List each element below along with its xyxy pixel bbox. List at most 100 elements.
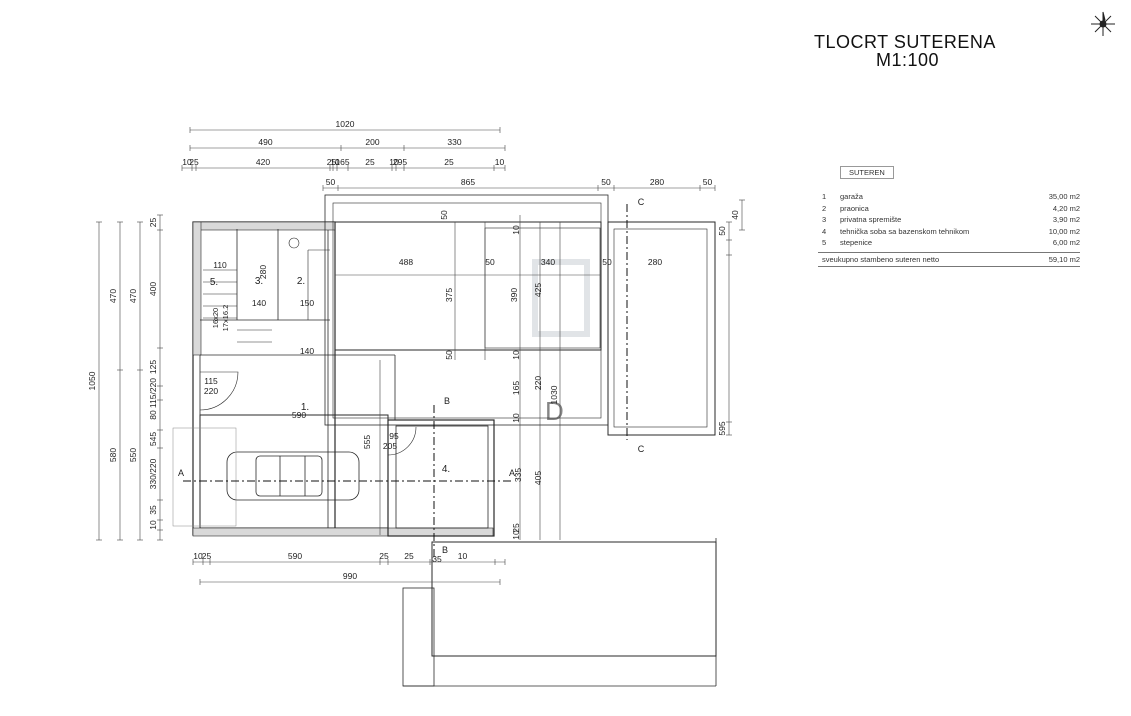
inner-dimension-label: 590 — [292, 410, 306, 420]
dimension-label: 50 — [703, 177, 713, 187]
dimension-label: 420 — [256, 157, 270, 167]
legend-row-area: 4,20 m2 — [1052, 203, 1080, 213]
stairs-label: 16x20 — [211, 308, 220, 328]
inner-dimension-label: 140 — [252, 298, 266, 308]
legend-row-name: garaža — [840, 192, 863, 202]
dimension-label: 595 — [717, 421, 727, 435]
inner-dimension-label: 280 — [648, 257, 662, 267]
legend-total-label: sveukupno stambeno suteren netto — [822, 254, 940, 264]
inner-dimension-label: 10 — [511, 413, 521, 423]
car-icon — [226, 451, 360, 501]
legend-row: 4 tehnička soba sa bazenskom tehnikom 10,0… — [818, 226, 1080, 238]
room-labels: 1.2.3.4.5. — [210, 276, 450, 475]
inner-dimension-label: 390 — [509, 288, 519, 302]
section-mark: B — [444, 396, 450, 406]
legend-row-area: 10,00 m2 — [1048, 226, 1080, 236]
dimension-label: 10 — [148, 520, 158, 530]
legend-row-number: 1 — [822, 192, 827, 202]
legend-row-name: privatna spremište — [840, 215, 902, 225]
inner-dimension-label: 10 — [511, 350, 521, 360]
dimension-label: 490 — [258, 137, 272, 147]
dimension-label: 1020 — [336, 119, 355, 129]
plan-scale: M1:100 — [876, 50, 940, 70]
dimension-label: 125 — [148, 360, 158, 374]
inner-dimension-label: 280 — [258, 265, 268, 279]
inner-dimension-label: 50 — [602, 257, 612, 267]
inner-dimension-label: 50 — [444, 350, 454, 360]
inner-dimension-label: 140 — [300, 346, 314, 356]
inner-dimension-label: 425 — [533, 283, 543, 297]
dimension-label: 50 — [326, 177, 336, 187]
inner-dimension-label: 165 — [511, 381, 521, 395]
dimension-label: 50 — [720, 0, 730, 2]
legend-total: sveukupno stambeno suteren netto 59,10 m… — [818, 251, 1080, 267]
inner-dimension-label: 50 — [439, 210, 449, 220]
dimension-label: 80 — [148, 410, 158, 420]
dimension-label: 10 — [389, 157, 399, 167]
legend-row-name: tehnička soba sa bazenskom tehnikom — [840, 226, 970, 236]
room-number: 3. — [255, 276, 263, 287]
room-number: 4. — [442, 464, 450, 475]
room-number: 2. — [297, 276, 305, 287]
dimension-label: 25 — [189, 157, 199, 167]
watermark: D — [532, 259, 590, 426]
legend-row: 1 garaža 35,00 m2 — [818, 191, 1080, 203]
inner-dimension-label: 405 — [533, 471, 543, 485]
dimension-label: 590 — [288, 551, 302, 561]
building-walls — [172, 194, 717, 687]
inner-dimension-label: 220 — [204, 386, 218, 396]
inner-dimension-label: 35 — [432, 554, 442, 564]
dimension-label: 50 — [717, 226, 727, 236]
dimension-label: 295 — [393, 157, 407, 167]
section-mark: A — [509, 468, 515, 478]
dimension-label: 115/220 — [148, 378, 158, 408]
dimension-label: 200 — [365, 137, 379, 147]
inner-dimension-label: 335 — [513, 468, 523, 482]
inner-dimension-label: 1030 — [549, 385, 559, 404]
legend-row-area: 6,00 m2 — [1052, 238, 1080, 248]
dimension-label: 865 — [461, 177, 475, 187]
dimension-lines — [96, 127, 745, 585]
dimension-label: 10 — [458, 551, 468, 561]
dimension-label: 580 — [108, 448, 118, 462]
inner-dimension-label: 25 — [511, 523, 521, 533]
legend-row-area: 35,00 m2 — [1048, 192, 1080, 202]
legend-total-area: 59,10 m2 — [1048, 254, 1080, 264]
room-number: 5. — [210, 277, 218, 288]
section-mark: C — [638, 197, 645, 207]
section-lines — [183, 204, 628, 560]
inner-dimension-label: 488 — [399, 257, 413, 267]
inner-dimension-label: 205 — [383, 441, 397, 451]
dimension-label: 470 — [128, 289, 138, 303]
dimension-label: 40 — [730, 210, 740, 220]
legend-row-name: praonica — [840, 203, 869, 213]
section-mark: A — [178, 468, 184, 478]
inner-dimension-label: 555 — [362, 435, 372, 449]
legend-row-area: 3,90 m2 — [1052, 215, 1080, 225]
dimension-label: 25 — [379, 551, 389, 561]
legend-row: 3 privatna spremište 3,90 m2 — [818, 214, 1080, 226]
dimension-label: 10 — [330, 157, 340, 167]
dimension-label: 25 — [202, 551, 212, 561]
inner-dimension-label: 115 — [204, 376, 218, 386]
legend-row-number: 4 — [822, 226, 827, 236]
dimension-label: 330/220 — [148, 458, 158, 489]
dimension-label: 400 — [148, 282, 158, 296]
legend-row-number: 3 — [822, 215, 827, 225]
dimension-label: 25 — [365, 157, 375, 167]
legend-row-name: stepenice — [840, 238, 873, 248]
north-star-icon — [1091, 11, 1115, 36]
dimension-label: 165 — [335, 157, 349, 167]
dimension-label: 990 — [343, 571, 357, 581]
dimension-label: 10 — [193, 551, 203, 561]
dimension-label: 25 — [444, 157, 454, 167]
dimension-label: 35 — [148, 505, 158, 515]
plan-title: TLOCRT SUTERENA — [814, 32, 996, 52]
dimension-label: 470 — [108, 289, 118, 303]
